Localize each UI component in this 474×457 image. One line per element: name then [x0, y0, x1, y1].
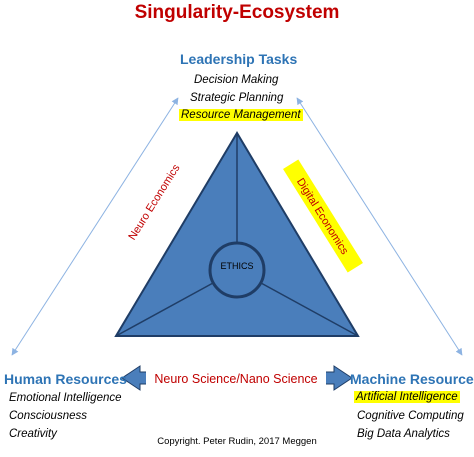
- diagram-title: Singularity-Ecosystem: [134, 2, 340, 23]
- copyright-notice: Copyright. Peter Rudin, 2017 Meggen: [157, 436, 317, 447]
- decision-making-item: Decision Making: [194, 74, 279, 86]
- consciousness-item: Consciousness: [9, 410, 87, 422]
- human-resources-heading: Human Resources: [4, 371, 127, 387]
- ethics-label: ETHICS: [220, 261, 253, 271]
- cognitive-computing-item: Cognitive Computing: [357, 410, 464, 422]
- resource-management-item: Resource Management: [179, 109, 303, 121]
- triangle-divider-right: [260, 282, 359, 337]
- neuro-economics-label: Neuro Economics: [126, 162, 182, 242]
- triangle-divider-left: [115, 282, 214, 337]
- artificial-intelligence-item: Artificial Intelligence: [354, 391, 460, 403]
- connector-leadership-machine: [296, 97, 463, 356]
- connector-leadership-human: [11, 97, 179, 356]
- ethics-circle: [208, 241, 266, 299]
- strategic-planning-item: Strategic Planning: [190, 92, 284, 104]
- machine-resources-heading: Machine Resources: [350, 371, 474, 387]
- creativity-item: Creativity: [9, 428, 57, 440]
- leadership-tasks-heading: Leadership Tasks: [180, 51, 298, 67]
- neuro-nano-science-label: Neuro Science/Nano Science: [154, 372, 317, 386]
- bottom-arrow-label-bg: [146, 370, 326, 387]
- emotional-intelligence-item: Emotional Intelligence: [9, 392, 122, 404]
- big-data-analytics-item: Big Data Analytics: [357, 428, 450, 440]
